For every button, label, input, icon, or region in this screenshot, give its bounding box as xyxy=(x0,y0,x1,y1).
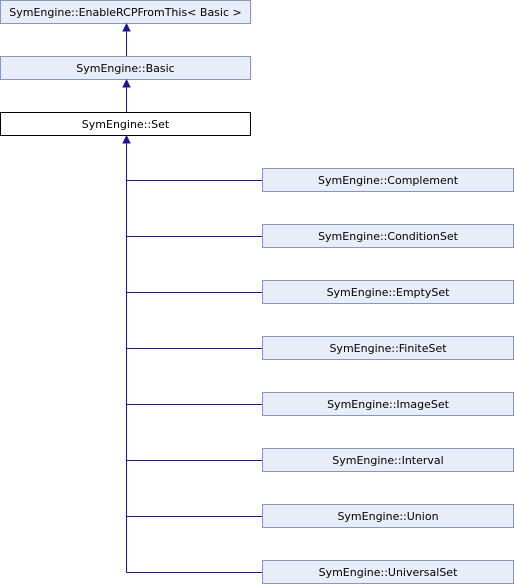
edge-basic-to-enable-rcp xyxy=(122,22,131,56)
node-enable-rcp-from-this[interactable]: SymEngine::EnableRCPFromThis< Basic > xyxy=(0,0,251,24)
node-label: SymEngine::Interval xyxy=(332,454,443,467)
node-label: SymEngine::Complement xyxy=(318,174,459,187)
node-empty-set[interactable]: SymEngine::EmptySet xyxy=(262,280,514,304)
edge-trunk-to-set xyxy=(122,134,131,573)
node-condition-set[interactable]: SymEngine::ConditionSet xyxy=(262,224,514,248)
node-label: SymEngine::Union xyxy=(337,510,438,523)
edge-set-to-basic xyxy=(122,78,131,112)
node-label: SymEngine::EmptySet xyxy=(327,286,451,299)
node-union[interactable]: SymEngine::Union xyxy=(262,504,514,528)
node-finite-set[interactable]: SymEngine::FiniteSet xyxy=(262,336,514,360)
node-complement[interactable]: SymEngine::Complement xyxy=(262,168,514,192)
node-universal-set[interactable]: SymEngine::UniversalSet xyxy=(262,560,514,584)
node-image-set[interactable]: SymEngine::ImageSet xyxy=(262,392,514,416)
node-label: SymEngine::UniversalSet xyxy=(319,566,458,579)
node-basic[interactable]: SymEngine::Basic xyxy=(0,56,251,80)
node-interval[interactable]: SymEngine::Interval xyxy=(262,448,514,472)
node-label: SymEngine::Basic xyxy=(76,62,174,75)
node-label: SymEngine::ConditionSet xyxy=(318,230,459,243)
child-nodes: SymEngine::Complement SymEngine::Conditi… xyxy=(126,168,514,584)
node-label: SymEngine::Set xyxy=(82,118,170,131)
node-label: SymEngine::EnableRCPFromThis< Basic > xyxy=(9,6,241,19)
node-label: SymEngine::ImageSet xyxy=(327,398,450,411)
node-set[interactable]: SymEngine::Set xyxy=(0,112,251,136)
node-label: SymEngine::FiniteSet xyxy=(329,342,447,355)
